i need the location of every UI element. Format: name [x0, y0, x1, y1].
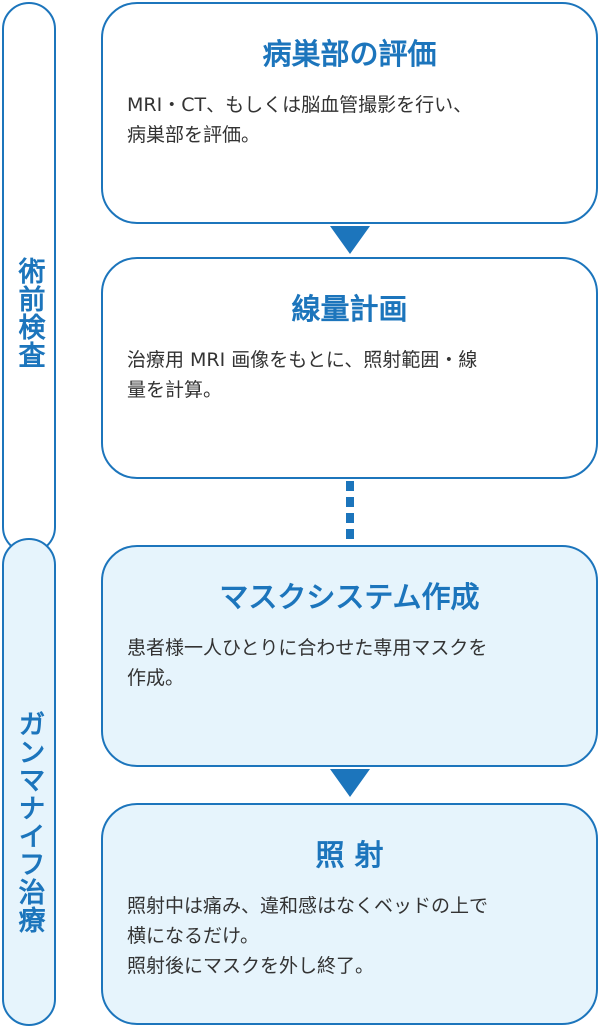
- phase-preop-bracket: 術前検査: [2, 2, 56, 554]
- step-title: 病巣部の評価: [262, 37, 437, 71]
- step-title: マスクシステム作成: [219, 580, 480, 614]
- phase-preop-label: 術前検査: [13, 257, 45, 369]
- step-description: 治療用 MRI 画像をもとに、照射範囲・線 量を計算。: [127, 349, 478, 401]
- step-description: MRI・CT、もしくは脳血管撮影を行い、 病巣部を評価。: [127, 94, 473, 146]
- step-description: 患者様一人ひとりに合わせた専用マスクを 作成。: [127, 637, 488, 689]
- dashed-connector: [346, 481, 354, 543]
- step-title: 線量計画: [291, 292, 408, 326]
- down-arrow-icon: [330, 226, 370, 254]
- step-card-irradiation: 照 射 照射中は痛み、違和感はなくベッドの上で 横になるだけ。 照射後にマスクを…: [101, 803, 598, 1025]
- step-card-mask-creation: マスクシステム作成 患者様一人ひとりに合わせた専用マスクを 作成。: [101, 545, 598, 767]
- step-description: 照射中は痛み、違和感はなくベッドの上で 横になるだけ。 照射後にマスクを外し終了…: [127, 895, 489, 977]
- step-card-dose-planning: 線量計画 治療用 MRI 画像をもとに、照射範囲・線 量を計算。: [101, 257, 598, 479]
- phase-gamma-knife-label: ガンマナイフ治療: [13, 710, 45, 934]
- step-card-lesion-evaluation: 病巣部の評価 MRI・CT、もしくは脳血管撮影を行い、 病巣部を評価。: [101, 2, 598, 224]
- down-arrow-icon: [330, 769, 370, 797]
- phase-gamma-knife-bracket: ガンマナイフ治療: [2, 538, 56, 1026]
- step-title: 照 射: [315, 838, 384, 872]
